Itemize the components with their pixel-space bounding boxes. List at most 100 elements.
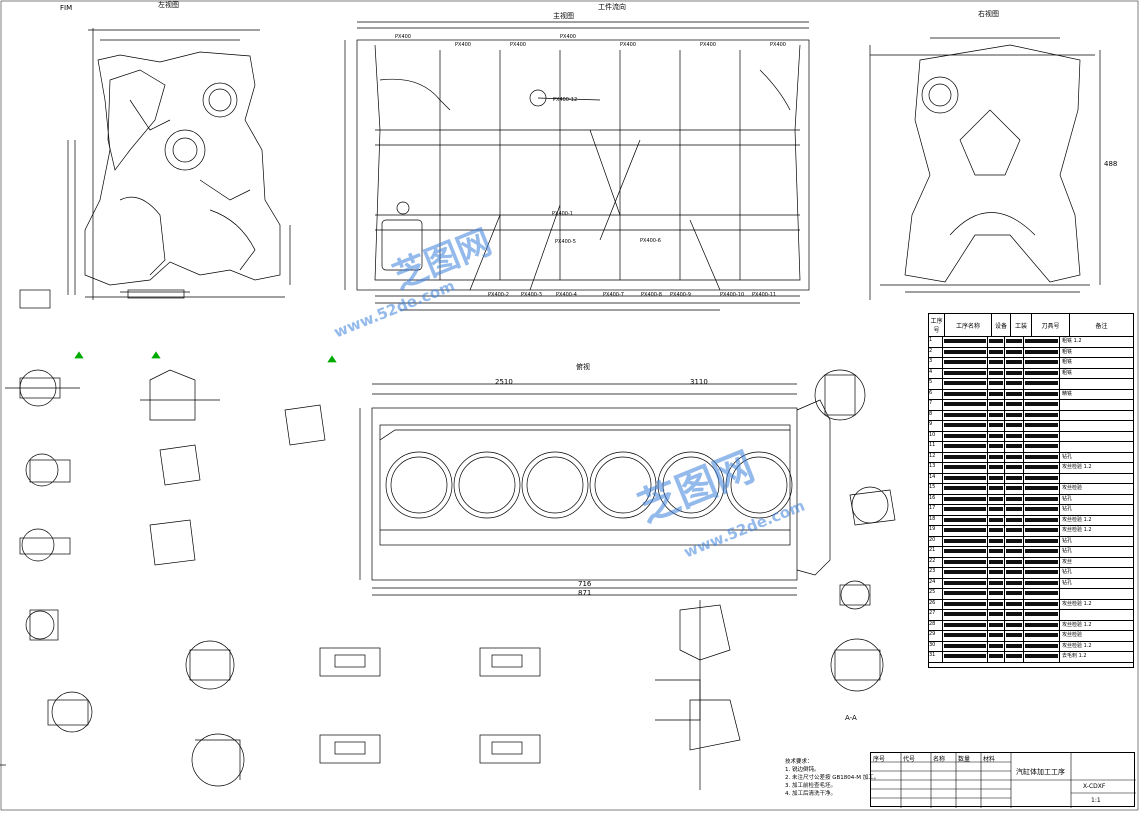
redaction-bar (1025, 643, 1058, 648)
row-remark: 攻丝检验 1.2 (1062, 642, 1092, 649)
redacted-cell (943, 473, 988, 483)
redacted-cell (1005, 473, 1024, 483)
redaction-bar (1025, 454, 1058, 459)
redaction-bar (1025, 496, 1058, 501)
redaction-bar (989, 496, 1003, 501)
redaction-bar (1006, 402, 1022, 406)
redacted-cell (1024, 473, 1060, 483)
row-number: 31 (929, 652, 943, 662)
redacted-cell (988, 599, 1005, 609)
redacted-cell (943, 568, 988, 578)
right-view-title: 右视图 (978, 10, 999, 18)
redacted-cell (943, 620, 988, 630)
callout-px400: PX400 (700, 42, 716, 48)
redacted-cell (943, 358, 988, 368)
redaction-bar (1006, 486, 1022, 490)
redaction-bar (1025, 559, 1058, 564)
redaction-bar (1006, 570, 1022, 574)
callout-px400: PX400 (510, 42, 526, 48)
redaction-bar (1006, 601, 1022, 606)
redacted-cell (943, 589, 988, 599)
redaction-bar (989, 633, 1003, 637)
redaction-bar (944, 465, 986, 469)
redacted-cell (943, 652, 988, 662)
redaction-bar (1025, 423, 1058, 427)
redacted-cell (988, 631, 1005, 641)
redaction-bar (944, 643, 986, 648)
row-number: 19 (929, 526, 943, 536)
redacted-cell (1005, 578, 1024, 588)
redaction-bar (1025, 570, 1058, 574)
redacted-cell (1024, 557, 1060, 567)
redacted-cell (988, 337, 1005, 347)
row-number: 17 (929, 505, 943, 515)
front-view-title: 主视图 (553, 12, 574, 20)
redacted-cell (988, 578, 1005, 588)
redacted-cell (988, 641, 1005, 651)
redaction-bar (989, 454, 1003, 459)
redaction-bar (989, 370, 1003, 375)
callout-px400-9: PX400-9 (670, 292, 691, 298)
redaction-bar (1006, 465, 1022, 469)
callout-px400-11: PX400-11 (752, 292, 777, 298)
redacted-cell (1005, 599, 1024, 609)
redaction-bar (989, 423, 1003, 427)
redacted-cell (943, 526, 988, 536)
callout-px400-1: PX400-1 (552, 211, 573, 217)
row-remark (1060, 432, 1133, 442)
redaction-bar (944, 360, 986, 364)
row-remark: 钻孔 (1062, 548, 1073, 554)
redaction-bar (944, 496, 986, 501)
redaction-bar (944, 580, 986, 585)
redaction-bar (944, 601, 986, 606)
redaction-bar (989, 654, 1003, 658)
row-remark (1060, 411, 1133, 421)
redacted-cell (1005, 421, 1024, 431)
row-number: 7 (929, 400, 943, 410)
redaction-bar (1025, 633, 1058, 637)
top-view (359, 383, 831, 596)
redacted-cell (943, 557, 988, 567)
top-view-title: 俯视 (576, 363, 590, 371)
row-remark: 粗铣 1.2 (1062, 338, 1082, 344)
redaction-bar (944, 475, 986, 480)
redaction-bar (989, 601, 1003, 606)
redaction-bar (1025, 433, 1058, 438)
redaction-bar (989, 475, 1003, 480)
callout-px400: PX400 (395, 34, 411, 40)
front-view (344, 21, 810, 311)
row-remark (1060, 589, 1133, 599)
redaction-bar (1006, 528, 1022, 532)
redacted-cell (988, 410, 1005, 420)
redacted-cell (1005, 484, 1024, 494)
redaction-bar (1006, 559, 1022, 564)
redaction-bar (1006, 454, 1022, 459)
redacted-cell (988, 442, 1005, 452)
col-header: 备注 (1095, 322, 1108, 330)
redaction-bar (944, 538, 986, 543)
redaction-bar (944, 486, 986, 490)
redacted-cell (1005, 557, 1024, 567)
redaction-bar (944, 654, 986, 658)
redacted-cell (1024, 400, 1060, 410)
redaction-bar (1006, 633, 1022, 637)
redacted-cell (1005, 463, 1024, 473)
title-cell: 数量 (958, 756, 971, 763)
redaction-bar (944, 444, 986, 448)
callout-px400-3: PX400-3 (521, 292, 542, 298)
table-row: 14 (929, 473, 1133, 484)
redaction-bar (1006, 612, 1022, 616)
row-remark (1060, 474, 1133, 484)
redacted-cell (943, 431, 988, 441)
redaction-bar (989, 580, 1003, 585)
redaction-bar (1006, 391, 1022, 396)
right-view (869, 37, 1101, 300)
redaction-bar (944, 559, 986, 564)
redacted-cell (988, 421, 1005, 431)
redacted-cell (1005, 526, 1024, 536)
